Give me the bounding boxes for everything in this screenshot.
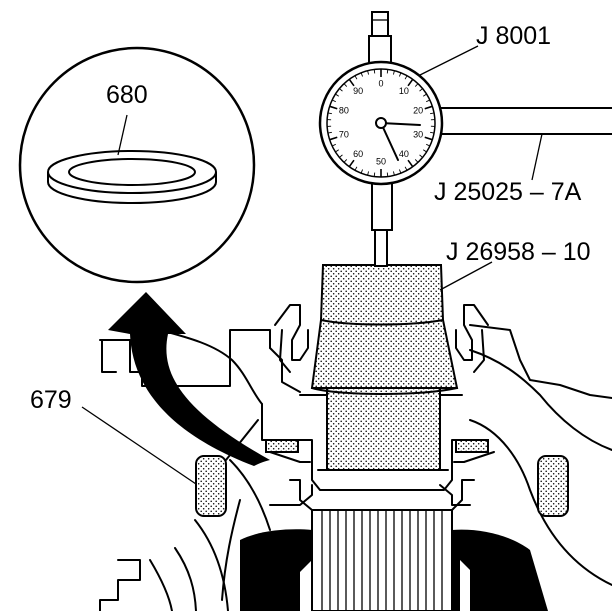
dial-tick: [354, 75, 358, 80]
label-j26958: J 26958 – 10: [446, 238, 591, 266]
dial-tick: [373, 172, 376, 177]
dial-tick: [426, 99, 431, 103]
spline-teeth: [321, 510, 443, 611]
dial-number: 50: [376, 156, 386, 166]
housing: [99, 324, 612, 611]
bearing-blocks: [195, 455, 569, 517]
dial-tick: [360, 169, 364, 174]
curved-arrow-icon: [108, 292, 270, 466]
dial-tick: [419, 154, 423, 158]
dial-tick: [422, 93, 427, 97]
retaining-clip-right: [453, 304, 495, 463]
dial-tick: [367, 171, 370, 176]
dial-tick: [422, 149, 427, 153]
dial-number: 40: [399, 149, 409, 159]
dial-tick: [392, 70, 395, 75]
dial-tick: [419, 88, 423, 92]
dial-tick: [386, 69, 389, 74]
dial-tick: [404, 166, 408, 171]
dial-tick: [335, 93, 340, 97]
dial-tick: [367, 70, 370, 75]
dial-tick: [398, 169, 402, 174]
dial-tick: [354, 166, 358, 171]
dial-number: 0: [378, 78, 383, 88]
dial-tick: [360, 72, 364, 77]
dial-number: 10: [399, 86, 409, 96]
dial-tick: [329, 105, 338, 110]
dial-number: 60: [353, 149, 363, 159]
dial-tick: [430, 112, 435, 115]
indicator-post: [439, 107, 612, 135]
gage-plug: [299, 264, 463, 471]
dial-tick: [339, 154, 343, 158]
dial-tick: [407, 159, 414, 168]
dial-tick: [329, 136, 338, 141]
dial-tick: [424, 105, 433, 110]
dial-tick: [426, 143, 431, 147]
label-j25025: J 25025 – 7A: [434, 178, 582, 206]
dial-tick: [348, 159, 355, 168]
dial-tick: [386, 172, 389, 177]
dial-tick: [343, 159, 348, 163]
dial-tick: [327, 131, 332, 134]
dial-tick: [392, 171, 395, 176]
label-680: 680: [106, 81, 148, 109]
washer-680: [47, 150, 217, 204]
dial-tick: [414, 159, 419, 163]
dial-tick: [373, 69, 376, 74]
dial-tick: [335, 149, 340, 153]
dial-number: 20: [413, 105, 423, 115]
dial-tick: [331, 143, 336, 147]
dial-number: 90: [353, 86, 363, 96]
retaining-clip-left: [265, 304, 311, 463]
dial-tick: [430, 131, 435, 134]
dial-tick: [339, 88, 343, 92]
magnifier-circle: [18, 46, 256, 284]
dial-tick: [348, 78, 355, 87]
dial-number: 70: [339, 129, 349, 139]
dial-tick: [327, 112, 332, 115]
dial-tick: [414, 83, 419, 87]
dial-tick: [331, 99, 336, 103]
label-679: 679: [30, 386, 72, 414]
dial-tick: [398, 72, 402, 77]
dial-indicator: 0 10 20 30 40 50 60 70 80 90: [318, 60, 444, 186]
dial-tick: [424, 136, 433, 141]
dial-tick: [407, 78, 414, 87]
dial-number: 80: [339, 105, 349, 115]
dial-number: 30: [413, 129, 423, 139]
label-j8001: J 8001: [476, 22, 551, 50]
leader-lines: [81, 45, 543, 485]
dial-tick: [343, 83, 348, 87]
dial-tick: [404, 75, 408, 80]
